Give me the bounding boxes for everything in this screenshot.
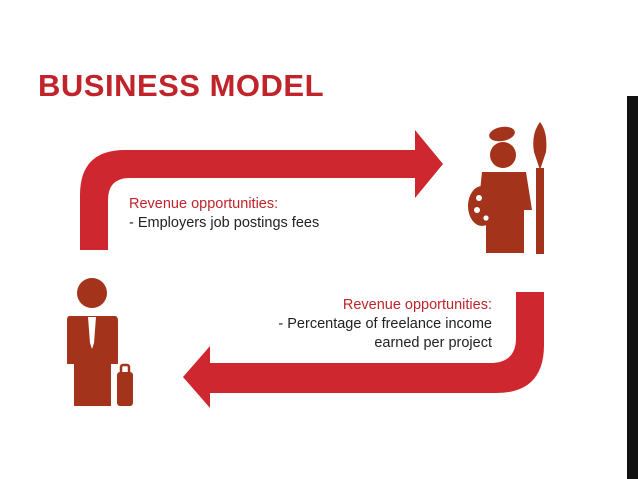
top-flow-arrow — [80, 130, 443, 250]
slide-title: BUSINESS MODEL — [38, 68, 325, 103]
businessman-with-briefcase-icon — [67, 278, 133, 406]
revenue-line: - Employers job postings fees — [129, 215, 320, 231]
revenue-heading: Revenue opportunities: — [342, 297, 492, 313]
employer-revenue-label: Revenue opportunities: - Employers job p… — [129, 195, 319, 233]
revenue-line: - Percentage of freelance income — [278, 316, 492, 332]
freelancer-revenue-label: Revenue opportunities: - Percentage of f… — [278, 296, 492, 353]
side-accent-bar — [627, 96, 638, 479]
artist-with-palette-and-brush-icon — [468, 122, 547, 254]
bottom-flow-arrow — [183, 292, 544, 408]
revenue-line: earned per project — [374, 335, 492, 351]
revenue-heading: Revenue opportunities: — [129, 196, 279, 212]
